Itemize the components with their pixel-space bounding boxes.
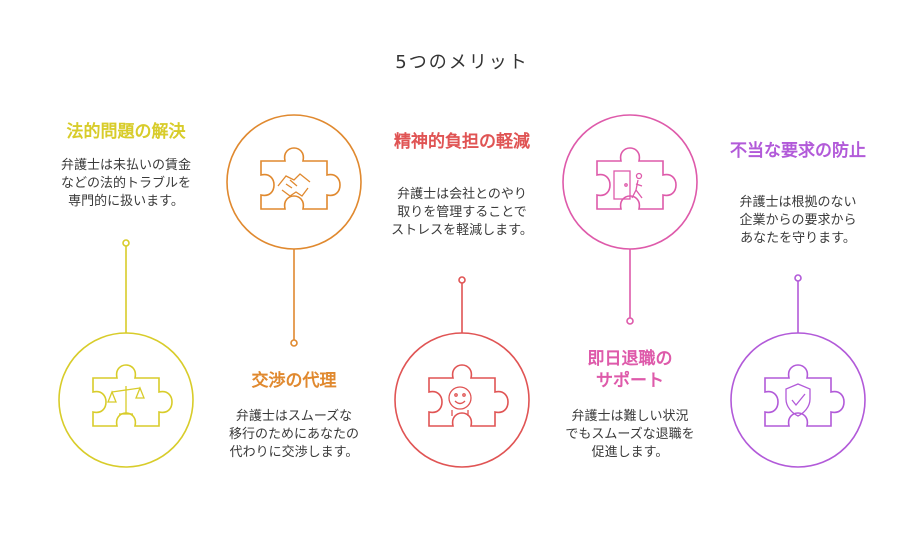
- description-line: ストレスを軽減します。: [391, 223, 533, 238]
- benefit-heading-stress: 精神的負担の軽減: [394, 132, 530, 152]
- benefit-heading-legal: 法的問題の解決: [66, 122, 186, 142]
- diagram-title: 5つのメリット: [395, 52, 529, 73]
- connector-dot: [794, 274, 802, 282]
- connector-dot: [458, 276, 466, 284]
- description-line: 専門的に扱います。: [68, 194, 184, 209]
- description-line: 弁護士は会社とのやり: [397, 187, 527, 202]
- benefit-node-legal: [58, 239, 194, 468]
- connector-dot: [626, 317, 634, 325]
- description-line: 弁護士は難しい状況: [571, 409, 689, 424]
- benefit-node-stress: [394, 276, 530, 468]
- benefit-description-legal: 弁護士は未払いの賃金 などの法的トラブルを 専門的に扱います。: [36, 157, 216, 211]
- benefit-node-negotiation: [226, 114, 362, 347]
- description-line: 弁護士はスムーズな: [235, 409, 353, 424]
- description-line: 促進します。: [591, 445, 669, 460]
- node-circle: [730, 332, 866, 468]
- description-line: 代わりに交渉します。: [229, 445, 359, 460]
- handshake-icon: [277, 173, 311, 197]
- node-circle: [226, 114, 362, 250]
- heading-line: サポート: [596, 371, 664, 391]
- description-line: などの法的トラブルを: [60, 176, 191, 191]
- node-circle: [58, 332, 194, 468]
- benefit-node-resignation: [562, 114, 698, 325]
- description-line: 取りを管理することで: [397, 205, 527, 220]
- connector-dot: [122, 239, 130, 247]
- node-circle: [394, 332, 530, 468]
- benefit-heading-negotiation: 交渉の代理: [251, 371, 337, 391]
- benefit-description-resignation: 弁護士は難しい状況 でもスムーズな退職を 促進します。: [540, 408, 720, 462]
- benefit-node-protection: [730, 274, 866, 468]
- benefit-heading-resignation: 即日退職の サポート: [540, 348, 720, 392]
- description-line: 弁護士は未払いの賃金: [60, 158, 191, 173]
- description-line: 弁護士は根拠のない: [739, 195, 857, 210]
- heading-line: 即日退職の: [587, 349, 673, 369]
- description-line: あなたを守ります。: [740, 231, 856, 246]
- benefit-description-protection: 弁護士は根拠のない 企業からの要求から あなたを守ります。: [698, 194, 898, 248]
- connector-dot: [290, 339, 298, 347]
- description-line: 移行のためにあなたの: [228, 427, 359, 442]
- calm-mind-icon: [448, 386, 472, 416]
- benefit-heading-protection: 不当な要求の防止: [730, 141, 866, 161]
- benefit-description-stress: 弁護士は会社とのやり 取りを管理することで ストレスを軽減します。: [362, 186, 562, 240]
- scales-icon: [107, 386, 145, 415]
- shield-check-icon: [785, 383, 811, 417]
- description-line: 企業からの要求から: [739, 213, 857, 228]
- benefit-description-negotiation: 弁護士はスムーズな 移行のためにあなたの 代わりに交渉します。: [204, 408, 384, 462]
- exit-door-icon: [613, 170, 643, 200]
- description-line: でもスムーズな退職を: [565, 427, 695, 442]
